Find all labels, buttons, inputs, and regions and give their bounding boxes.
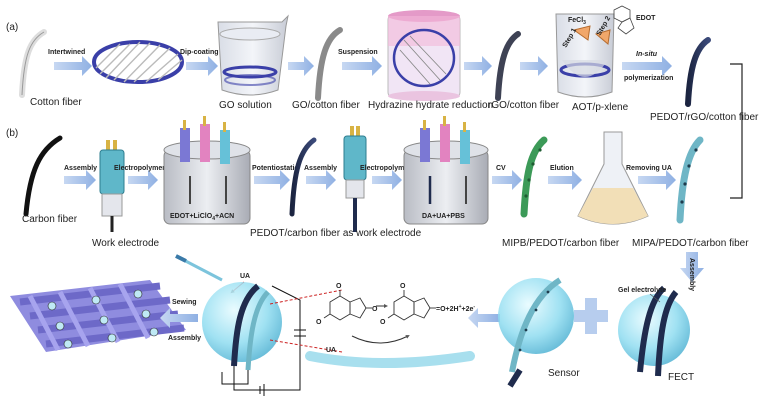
arrow-from-sensor [468, 308, 500, 328]
sensor-label: Sensor [548, 368, 580, 379]
elution-flask [577, 131, 649, 225]
pedot-rgo-cotton-fiber [685, 37, 711, 107]
electropolymerization-2-label: Electropolymerization [360, 165, 433, 172]
arrow-cv [492, 170, 522, 190]
arrow-electropolymerization-1 [128, 170, 158, 190]
rgo-cotton-fiber-label: rGO/cotton fiber [488, 100, 560, 111]
arrow-in-situ [622, 56, 672, 76]
oxidized-ua-oxygen-1: O [400, 283, 406, 290]
ua-bottom-label: UA [326, 347, 336, 354]
arrow-to-rgo-fiber [464, 56, 492, 76]
arrow-dip-coating [186, 56, 218, 76]
dip-coating-label: Dip-coating [180, 49, 219, 56]
cotton-fiber-label: Cotton fiber [30, 97, 82, 108]
pipette [175, 254, 223, 282]
ua-oxygen-3: O [316, 319, 322, 326]
arrow-assembly-1 [64, 170, 96, 190]
polymerization-label: polymerization [624, 75, 673, 82]
ua-oxygen-1: O [336, 283, 342, 290]
rgo-cotton-fiber [495, 31, 521, 101]
edot-label: EDOT [636, 15, 656, 22]
electrochemical-cell-2 [403, 116, 489, 225]
arrow-assembly-2 [306, 170, 336, 190]
mipa-pedot-fiber [676, 136, 704, 224]
uric-acid-structure [323, 290, 372, 321]
arrow-suspension [342, 56, 382, 76]
mipb-pedot-fiber [520, 136, 548, 218]
zoomed-fiber [305, 351, 475, 368]
go-solution-beaker [217, 14, 289, 96]
edot-solution-label: EDOT+LiClO4+ACN [170, 213, 234, 222]
fecl3-label: FeCl3 [568, 17, 586, 26]
woven-fabric [10, 280, 186, 352]
pedot-carbon-fiber [289, 137, 317, 217]
oxidized-ua-oxygen-2: O [380, 319, 386, 326]
aot-label: AOT/p-xlene [572, 102, 629, 113]
arrow-intertwined [54, 56, 92, 76]
work-electrode [99, 140, 125, 232]
pedot-work-electrode [343, 126, 367, 232]
intertwined-label: Intertwined [48, 49, 85, 56]
arrow-potentiostatic [254, 170, 290, 190]
electropolymerization-1-label: Electropolymerization [114, 165, 187, 172]
assembly-vertical-label: Assembly [688, 258, 695, 291]
gel-electrolyte-label: Gel electrolyte [618, 287, 666, 294]
potentiostatic-label: Potentiostatic [252, 165, 298, 172]
sensor-circuit-sphere [202, 282, 306, 396]
da-ua-pbs-label: DA+UA+PBS [422, 213, 465, 220]
electrochemical-cell-1 [163, 116, 251, 225]
mipa-label: MIPA/PEDOT/carbon fiber [632, 238, 749, 249]
removing-ua-label: Removing UA [626, 165, 672, 172]
ua-oxygen-2: O [372, 306, 378, 313]
edot-structure [613, 5, 635, 35]
carbon-fiber-label: Carbon fiber [22, 214, 78, 225]
pedot-carbon-label: PEDOT/carbon fiber as work electrode [250, 228, 422, 239]
go-cotton-fiber-label: GO/cotton fiber [292, 100, 360, 111]
fect-label: FECT [668, 372, 694, 383]
hydrazine-label: Hydrazine hydrate reduction [368, 100, 493, 111]
pedot-rgo-label: PEDOT/rGO/cotton fiber [650, 112, 759, 123]
arrow-elution [548, 170, 582, 190]
arrow-to-aot-vessel [520, 56, 548, 76]
arrow-electropolymerization-2 [372, 170, 402, 190]
arrow-assembly-down [680, 252, 704, 282]
panel-a-label: (a) [6, 22, 18, 33]
fect-sphere [618, 285, 690, 377]
panel-b-label: (b) [6, 128, 18, 139]
go-cotton-fiber [315, 27, 343, 101]
suspension-label: Suspension [338, 49, 378, 56]
plus-icon [574, 298, 608, 334]
mipb-label: MIPB/PEDOT/carbon fiber [502, 238, 620, 249]
cv-label: CV [496, 165, 506, 172]
work-electrode-label: Work electrode [92, 238, 160, 249]
assembly-2-label: Assembly [304, 165, 337, 172]
in-situ-label: In-situ [636, 51, 658, 58]
assembly-1-label: Assembly [64, 165, 97, 172]
ua-top-label: UA [240, 273, 250, 280]
go-solution-label: GO solution [219, 100, 272, 111]
sensor-sphere [498, 277, 574, 388]
arrow-removing-ua [638, 170, 676, 190]
arrow-to-go-fiber [288, 56, 314, 76]
aot-vessel [555, 13, 615, 98]
arrow-sewing [160, 308, 198, 328]
elution-label: Elution [550, 165, 574, 172]
carbon-fiber [23, 135, 63, 217]
intertwined-ring [92, 40, 184, 84]
oxidized-ua-structure [387, 290, 436, 321]
reaction-product-label: =O+2H++2e- [436, 304, 475, 313]
right-bracket [730, 63, 743, 199]
hydrazine-container [387, 10, 461, 101]
sewing-assembly-label: Assembly [168, 335, 201, 342]
sewing-label: Sewing [172, 299, 197, 306]
